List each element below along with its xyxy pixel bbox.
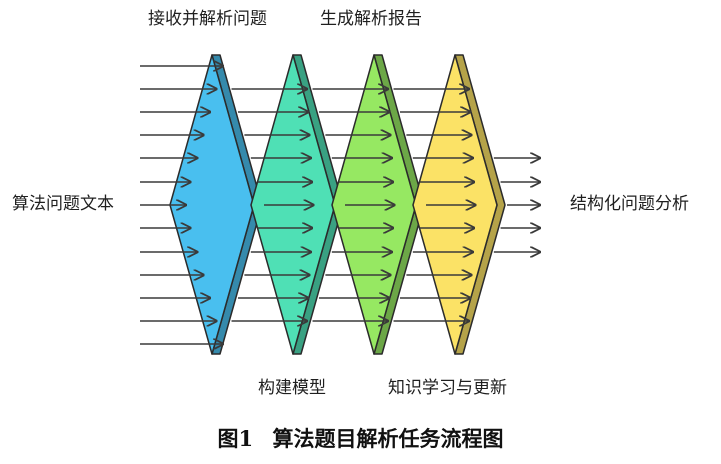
stage4-label: 知识学习与更新 [388, 378, 507, 398]
output-label: 结构化问题分析 [570, 194, 689, 214]
stage1-label: 接收并解析问题 [148, 9, 267, 29]
stage1-diamond [169, 54, 255, 355]
stage3-label: 生成解析报告 [320, 9, 422, 29]
figure-caption: 图1 算法题目解析任务流程图 [0, 423, 721, 453]
figure-number: 图1 [217, 426, 254, 451]
figure-title: 算法题目解析任务流程图 [272, 426, 504, 451]
stage2-label: 构建模型 [258, 378, 326, 398]
input-label: 算法问题文本 [12, 194, 114, 214]
